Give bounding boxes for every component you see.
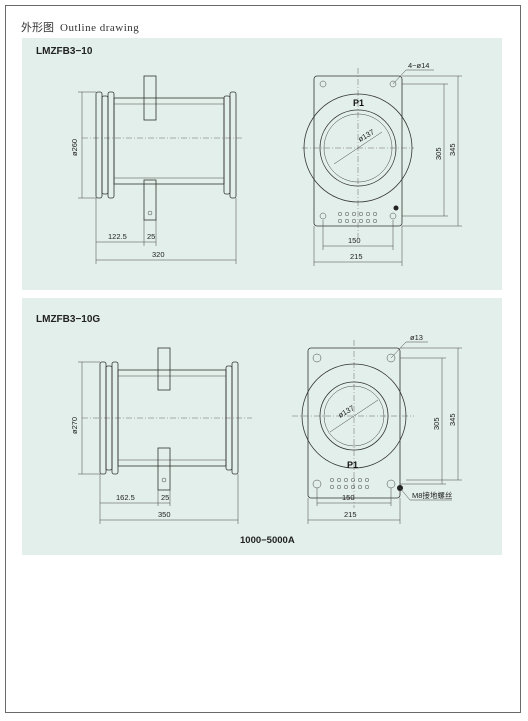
panel-title: LMZFB3−10 [36, 46, 93, 57]
dim-left-len: 162.5 [116, 493, 135, 502]
hole-leader [390, 341, 407, 359]
outer-ring [301, 363, 407, 469]
terminal-block [329, 477, 370, 490]
mount-hole-tl [312, 353, 322, 363]
side-view: ø270 162.5 25 350 [70, 347, 252, 524]
mount-hole-tr [386, 353, 396, 363]
hole-callout: 4−ø14 [408, 61, 429, 70]
page-border [5, 5, 521, 713]
p1-label: P1 [353, 98, 364, 108]
ground-terminal [393, 205, 399, 211]
dim-diameter-label: ø260 [70, 139, 79, 156]
current-rating: 1000−5000A [240, 535, 295, 546]
dim-total-len: 320 [152, 250, 165, 259]
dim-h-inner: 305 [432, 417, 441, 430]
side-view: ø260 122.5 25 320 [70, 75, 244, 264]
dim-tab-len: 25 [161, 493, 169, 502]
mount-hole-br [389, 212, 397, 220]
mount-hole-bl [312, 479, 322, 489]
bore-circle [319, 381, 389, 451]
ground-callout: M8接地螺丝 [412, 490, 453, 500]
dim-w-outer: 215 [350, 252, 363, 261]
dim-h-outer: 345 [448, 413, 457, 426]
drawing-panel2-svg: ø270 162.5 25 350 ø137 P1 [70, 333, 462, 524]
mount-hole-br [386, 479, 396, 489]
mount-hole-tl [319, 80, 327, 88]
dim-w-inner: 150 [342, 493, 355, 502]
flange-left-1 [95, 91, 103, 199]
dim-diameter-label: ø270 [70, 417, 79, 434]
terminal-tab-top [143, 75, 157, 121]
flange-right-2 [229, 91, 237, 199]
bore-dim-line [329, 399, 379, 433]
outer-ring [303, 93, 413, 203]
tab-bolt [161, 477, 167, 483]
front-view: ø137 P1 ø13 M8接地螺丝 [292, 333, 462, 524]
dim-left-len: 122.5 [108, 232, 127, 241]
terminal-tab-bottom [157, 447, 171, 491]
body [113, 97, 225, 185]
drawing-panel-lmzfb3-10: LMZFB3−10 ø260 [22, 38, 502, 290]
drawing-panel-lmzfb3-10g: LMZFB3−10G ø270 162.5 25 [22, 298, 502, 555]
flange-right-2 [231, 361, 239, 475]
flange-right-1 [223, 95, 231, 195]
dim-w-outer: 215 [344, 510, 357, 519]
p1-label: P1 [347, 460, 358, 470]
dim-total-len: 350 [158, 510, 171, 519]
heading-english: Outline drawing [60, 22, 140, 34]
hole-leader [392, 69, 407, 85]
bore-label: ø137 [337, 403, 356, 419]
mount-hole-tr [389, 80, 397, 88]
terminal-block [337, 211, 378, 224]
heading-chinese: 外形图 [21, 21, 54, 34]
bore-circle [319, 109, 397, 187]
flange-left-2 [101, 95, 109, 195]
panel-title: LMZFB3−10G [36, 314, 101, 325]
terminal-tab-top [157, 347, 171, 391]
bore-inner [323, 385, 385, 447]
dim-h-outer: 345 [448, 143, 457, 156]
bore-inner [323, 113, 393, 183]
drawing-panel1-svg: ø260 122.5 25 320 ø137 P1 [70, 61, 462, 266]
bore-label: ø137 [357, 127, 376, 143]
page-heading: 外形图 Outline drawing [21, 19, 139, 35]
terminal-tab-bottom [143, 179, 157, 221]
dim-tab-len: 25 [147, 232, 155, 241]
ground-leader [399, 487, 411, 501]
tab-bolt [147, 210, 153, 216]
hole-callout: ø13 [410, 333, 423, 342]
mount-hole-bl [319, 212, 327, 220]
dim-h-inner: 305 [434, 147, 443, 160]
bore-dim-line [333, 131, 383, 165]
dim-w-inner: 150 [348, 236, 361, 245]
flange-left-3 [107, 91, 115, 199]
front-view: ø137 P1 4−ø14 305 345 [302, 61, 462, 266]
